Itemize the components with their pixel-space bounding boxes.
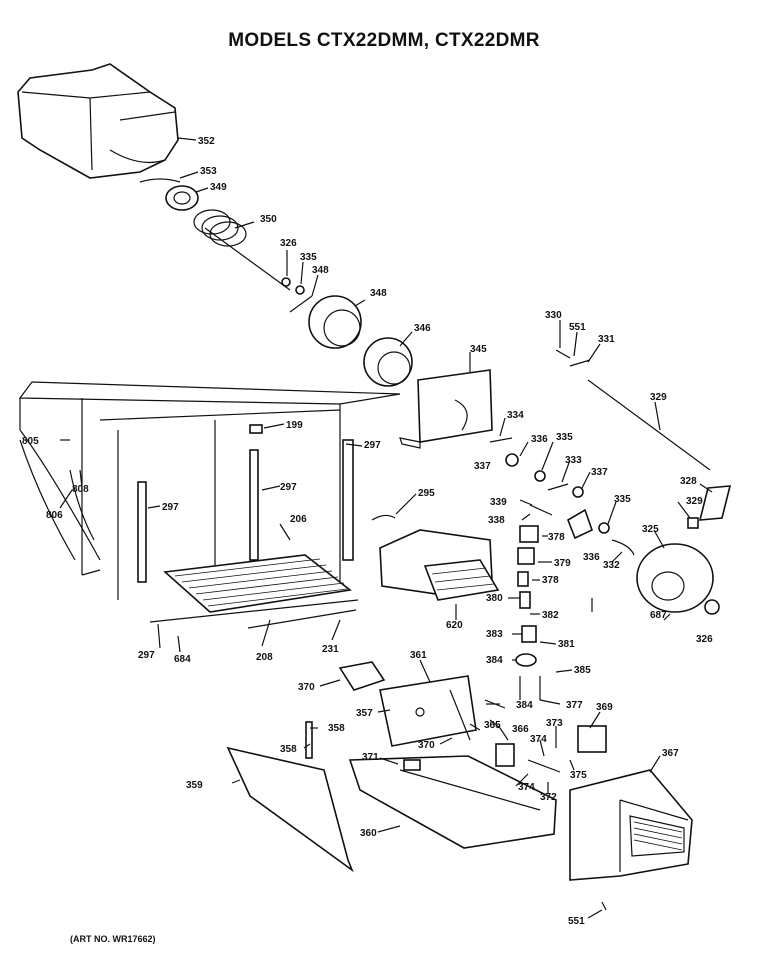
part-label: 379 <box>554 558 571 569</box>
part-label: 367 <box>662 748 679 759</box>
part-label: 329 <box>650 392 667 403</box>
part-label: 369 <box>596 702 613 713</box>
part-label: 331 <box>598 334 615 345</box>
diagram-title: MODELS CTX22DMM, CTX22DMR <box>228 30 540 51</box>
part-label: 808 <box>72 484 89 495</box>
part-label: 335 <box>614 494 631 505</box>
part-label: 385 <box>574 665 591 676</box>
dispenser-housing-drawing <box>569 769 693 911</box>
part-label: 384 <box>516 700 533 711</box>
part-label: 345 <box>470 344 487 355</box>
part-label: 348 <box>370 288 387 299</box>
part-label: 336 <box>531 434 548 445</box>
part-label: 358 <box>328 723 345 734</box>
part-label: 208 <box>256 652 273 663</box>
motor-drawing <box>636 543 720 615</box>
auger-parts-drawing <box>139 178 313 313</box>
part-label: 359 <box>186 780 203 791</box>
part-label: 358 <box>280 744 297 755</box>
part-label: 360 <box>360 828 377 839</box>
part-label: 332 <box>603 560 620 571</box>
art-number: (ART NO. WR17662) <box>70 934 156 944</box>
part-label: 206 <box>290 514 307 525</box>
part-label: 378 <box>542 575 559 586</box>
part-label: 325 <box>642 524 659 535</box>
part-label: 372 <box>540 792 557 803</box>
part-label: 377 <box>566 700 583 711</box>
part-label: 297 <box>364 440 381 451</box>
part-label: 366 <box>512 724 529 735</box>
part-label: 805 <box>22 436 39 447</box>
part-label: 383 <box>486 629 503 640</box>
part-label: 374 <box>518 782 535 793</box>
small-parts-drawing <box>489 349 732 667</box>
part-label: 380 <box>486 593 503 604</box>
part-label: 339 <box>490 497 507 508</box>
part-label: 361 <box>410 650 427 661</box>
part-label: 348 <box>312 265 329 276</box>
ice-maker-drawing <box>371 514 500 601</box>
part-label: 620 <box>446 620 463 631</box>
mounting-bracket-drawing <box>399 369 493 449</box>
part-label: 684 <box>174 654 191 665</box>
part-label: 326 <box>696 634 713 645</box>
dispenser-parts-drawing <box>226 661 607 873</box>
part-label: 352 <box>198 136 215 147</box>
part-label: 382 <box>542 610 559 621</box>
part-label: 199 <box>286 420 303 431</box>
part-label: 346 <box>414 323 431 334</box>
part-label: 297 <box>280 482 297 493</box>
part-label: 381 <box>558 639 575 650</box>
part-label: 353 <box>200 166 217 177</box>
part-label: 373 <box>546 718 563 729</box>
part-label: 335 <box>556 432 573 443</box>
part-label: 334 <box>507 410 524 421</box>
part-label: 374 <box>530 734 547 745</box>
part-label: 326 <box>280 238 297 249</box>
part-labels: 352 353 349 350 326 335 348 348 346 345 … <box>22 136 713 927</box>
part-label: 295 <box>418 488 435 499</box>
part-label: 338 <box>488 515 505 526</box>
part-label: 336 <box>583 552 600 563</box>
part-label: 370 <box>298 682 315 693</box>
part-label: 350 <box>260 214 277 225</box>
part-label: 335 <box>300 252 317 263</box>
ice-bucket-drawing <box>17 63 179 179</box>
part-label: 337 <box>474 461 491 472</box>
part-label: 384 <box>486 655 503 666</box>
part-label: 337 <box>591 467 608 478</box>
part-label: 349 <box>210 182 227 193</box>
part-label: 333 <box>565 455 582 466</box>
part-label: 687 <box>650 610 667 621</box>
part-label: 231 <box>322 644 339 655</box>
part-label: 370 <box>418 740 435 751</box>
part-label: 378 <box>548 532 565 543</box>
part-label: 371 <box>362 752 379 763</box>
cabinet-drawing <box>18 381 401 600</box>
part-label: 806 <box>46 510 63 521</box>
part-label: 551 <box>568 916 585 927</box>
part-label: 297 <box>162 502 179 513</box>
part-label: 365 <box>484 720 501 731</box>
leader-lines <box>59 137 713 919</box>
part-label: 329 <box>686 496 703 507</box>
part-label: 357 <box>356 708 373 719</box>
wire-shelf-drawing <box>149 554 359 629</box>
part-label: 328 <box>680 476 697 487</box>
part-label: 330 <box>545 310 562 321</box>
part-label: 297 <box>138 650 155 661</box>
part-label: 375 <box>570 770 587 781</box>
crusher-housings-drawing <box>308 295 413 387</box>
part-label: 551 <box>569 322 586 333</box>
